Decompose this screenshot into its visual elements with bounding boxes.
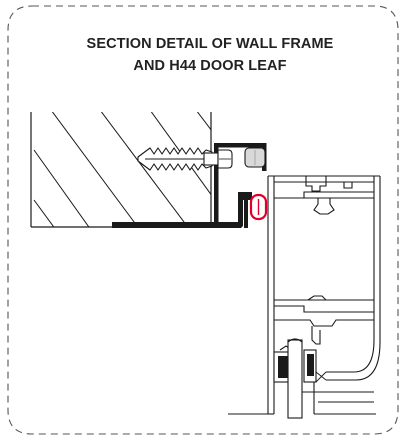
wall-plug-icon	[137, 147, 213, 171]
wall-section	[30, 112, 212, 228]
seal-gasket	[249, 193, 268, 221]
break-lines	[228, 391, 376, 415]
bumper-block	[244, 147, 266, 168]
door-leaf-profile	[267, 175, 381, 415]
diagram-title-line-2: AND H44 DOOR LEAF	[133, 58, 287, 74]
screw-icon	[203, 149, 233, 169]
wall-hatching	[33, 112, 211, 227]
diagram-title-line-1: SECTION DETAIL OF WALL FRAME	[86, 36, 334, 52]
glazing-section	[273, 338, 327, 419]
